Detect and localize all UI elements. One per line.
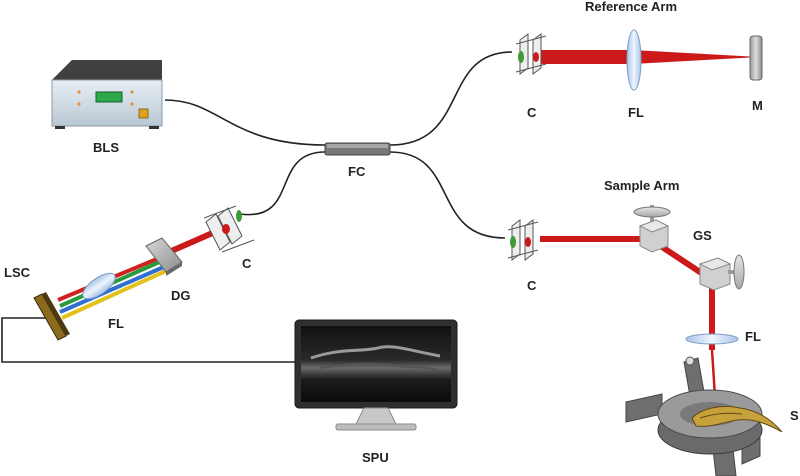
fl-sample-label: FL [745, 329, 761, 344]
focusing-lens-icon [626, 29, 642, 91]
m-label: M [752, 98, 763, 113]
gs-label: GS [693, 228, 712, 243]
reference-beam [540, 50, 750, 64]
cable-camera-to-spu [1, 317, 296, 363]
mirror-icon [749, 35, 763, 81]
collimator-icon [507, 219, 539, 261]
galvo-scanner-icon [633, 205, 671, 253]
focusing-lens-icon [82, 272, 116, 300]
collimator-icon [203, 205, 255, 253]
collimator-icon [515, 33, 547, 75]
spu-label: SPU [362, 450, 389, 465]
fiber-fc-to-sample [389, 151, 506, 239]
fc-label: FC [348, 164, 366, 179]
sample-arm-title: Sample Arm [604, 178, 679, 193]
lsc-label: LSC [4, 265, 31, 280]
c-spec-label: C [242, 256, 252, 271]
c-sample-label: C [527, 278, 537, 293]
reference-arm-title: Reference Arm [585, 0, 677, 14]
monitor-icon [294, 319, 458, 431]
diffraction-grating-icon [145, 237, 183, 276]
broadband-light-source-icon [51, 60, 163, 129]
dg-label: DG [171, 288, 191, 303]
c-ref-label: C [527, 105, 537, 120]
fl-spec-label: FL [108, 316, 124, 331]
sample-stage-icon [625, 356, 783, 476]
bls-label: BLS [93, 140, 119, 155]
fiber-fc-to-reference [389, 51, 513, 146]
fiber-bls-to-fc [164, 99, 326, 146]
fiber-fc-to-spectrometer [239, 151, 326, 216]
focusing-lens-icon [685, 333, 739, 345]
line-scan-camera-icon [33, 292, 70, 341]
fiber-network [1, 51, 513, 363]
galvo-scanner-icon [698, 254, 745, 291]
dispersed-spectrum-beams [57, 254, 169, 320]
fiber-coupler-icon [324, 142, 391, 156]
fl-ref-label: FL [628, 105, 644, 120]
s-label: S [790, 408, 799, 423]
